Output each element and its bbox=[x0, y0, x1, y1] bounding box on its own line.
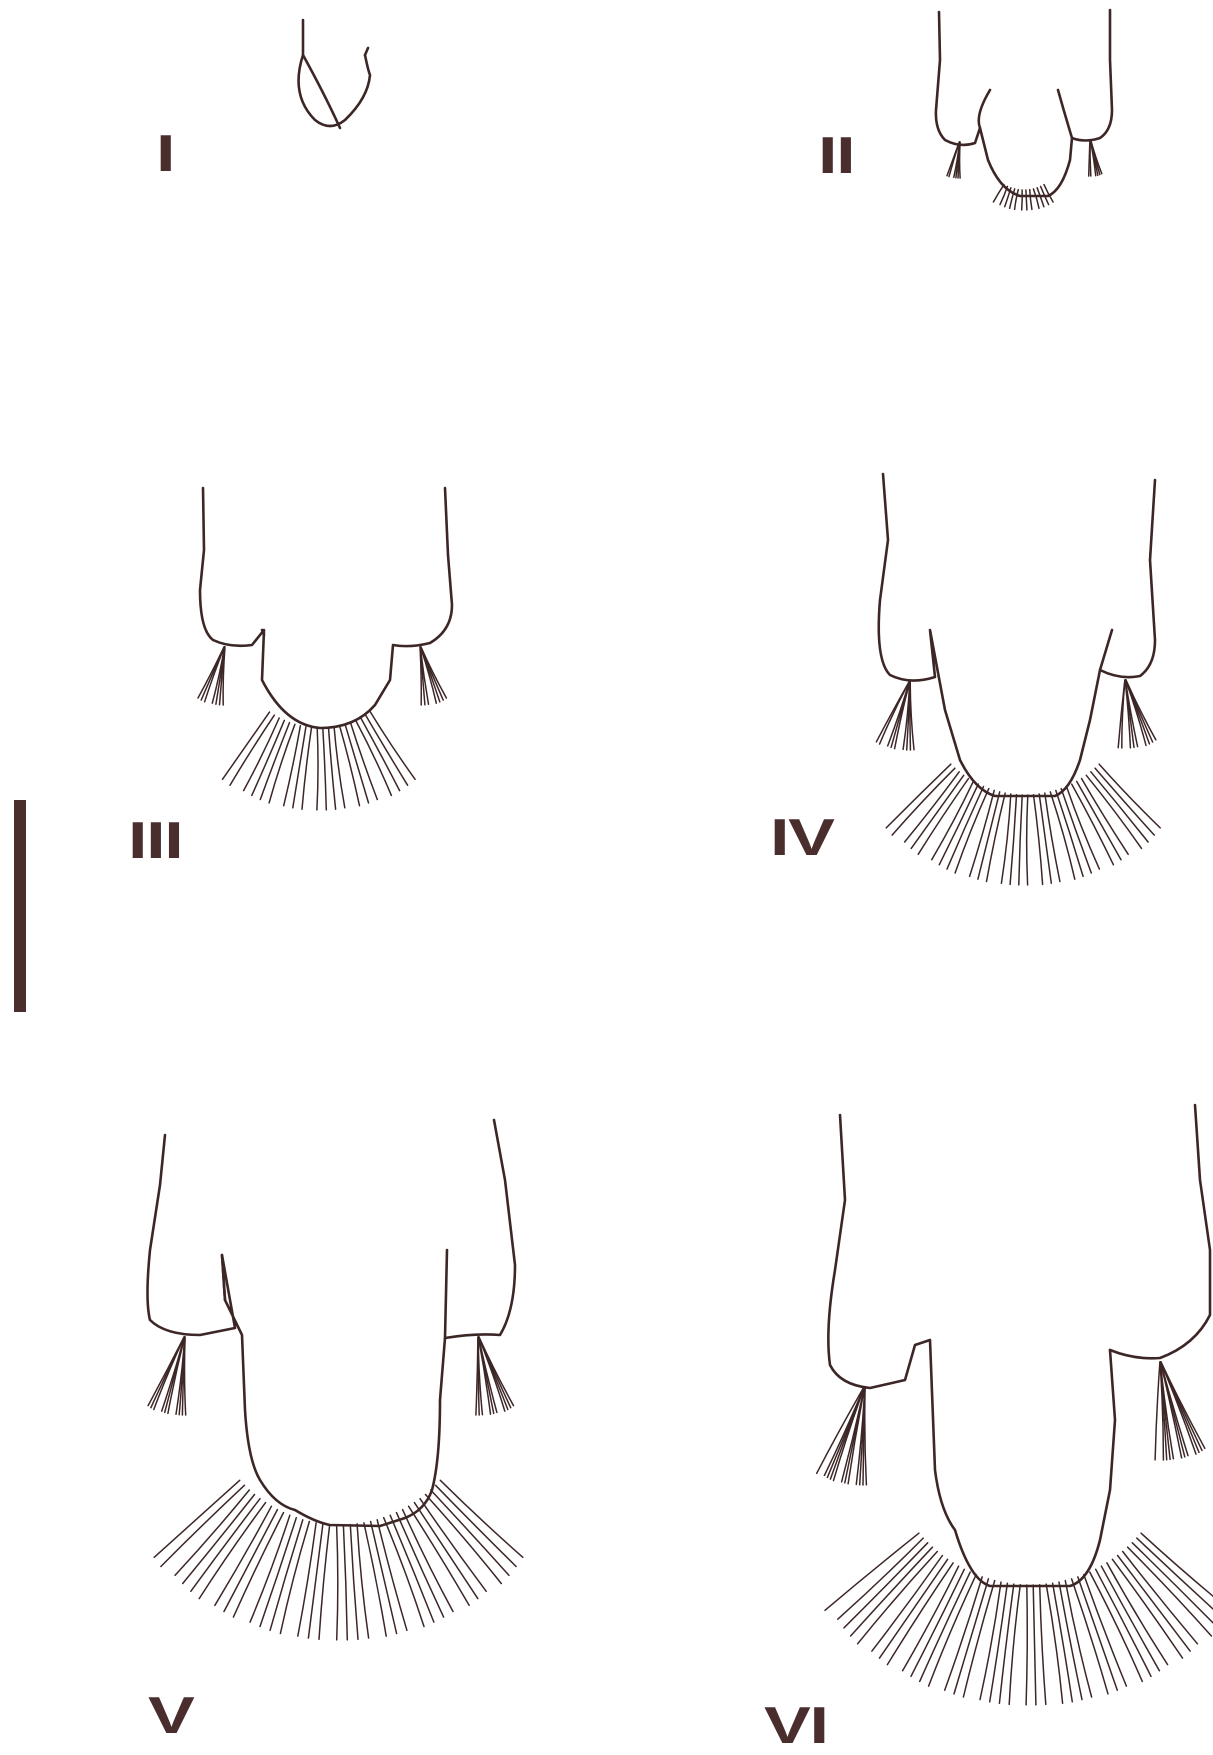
stage-ii-outline bbox=[936, 10, 1112, 196]
seta bbox=[1137, 1538, 1213, 1619]
seta bbox=[844, 1543, 928, 1628]
seta bbox=[1001, 794, 1010, 883]
seta bbox=[1084, 1575, 1127, 1687]
stage-label-i: I bbox=[156, 128, 174, 180]
seta bbox=[1118, 1556, 1191, 1652]
seta bbox=[337, 1525, 338, 1640]
seta bbox=[1019, 795, 1022, 885]
stage-vi-outline bbox=[828, 1105, 1210, 1586]
seta bbox=[356, 720, 392, 795]
seta bbox=[323, 728, 327, 810]
seta bbox=[1089, 140, 1090, 176]
stage-label-v: V bbox=[148, 1690, 193, 1742]
seta bbox=[350, 1525, 358, 1640]
seta bbox=[357, 1524, 369, 1638]
seta bbox=[1078, 1577, 1118, 1690]
seta bbox=[154, 1480, 240, 1557]
seta bbox=[1112, 1559, 1182, 1658]
seta bbox=[1056, 790, 1083, 876]
seta bbox=[1030, 190, 1032, 210]
seta bbox=[1026, 190, 1027, 210]
seta bbox=[851, 1547, 933, 1636]
seta bbox=[1033, 1585, 1036, 1705]
seta bbox=[1015, 190, 1019, 210]
seta bbox=[1026, 1585, 1027, 1705]
stage-ii-setae bbox=[947, 140, 1102, 210]
seta bbox=[343, 1525, 347, 1640]
seta bbox=[1061, 789, 1091, 873]
seta bbox=[1040, 1585, 1046, 1705]
seta bbox=[999, 1584, 1013, 1703]
seta bbox=[1046, 1584, 1062, 1703]
seta bbox=[426, 1495, 502, 1584]
stage-iii-setae bbox=[198, 647, 446, 810]
stage-iv-setae bbox=[876, 680, 1160, 885]
stage-v-outline bbox=[148, 1120, 516, 1526]
seta bbox=[317, 728, 318, 810]
scale-bar bbox=[14, 800, 26, 1012]
seta bbox=[476, 1337, 478, 1415]
seta bbox=[932, 781, 974, 859]
seta bbox=[1123, 1552, 1198, 1644]
seta bbox=[1155, 1362, 1160, 1460]
seta bbox=[420, 647, 421, 705]
seta bbox=[963, 1581, 994, 1697]
stage-iv-outline bbox=[879, 474, 1155, 796]
seta bbox=[223, 712, 270, 779]
seta bbox=[1077, 781, 1121, 859]
stage-i-outline bbox=[299, 20, 370, 128]
stage-vi-setae bbox=[817, 1362, 1213, 1705]
seta bbox=[1027, 795, 1028, 885]
stage-v-setae bbox=[148, 1337, 523, 1640]
seta bbox=[980, 1582, 1001, 1700]
seta bbox=[270, 1520, 303, 1631]
seta bbox=[431, 1490, 509, 1575]
seta bbox=[403, 1510, 453, 1612]
seta bbox=[366, 715, 408, 785]
seta bbox=[903, 1566, 959, 1671]
seta bbox=[298, 1523, 316, 1636]
seta bbox=[161, 1485, 245, 1566]
seta bbox=[284, 726, 301, 806]
stage-label-iii: III bbox=[128, 815, 182, 867]
seta bbox=[371, 712, 416, 779]
seta bbox=[1096, 1569, 1151, 1676]
seta bbox=[1010, 795, 1016, 885]
stage-label-vi: VI bbox=[764, 1700, 828, 1752]
seta bbox=[260, 723, 289, 800]
seta bbox=[1045, 793, 1060, 881]
seta bbox=[397, 1513, 444, 1618]
stage-iii-outline bbox=[200, 488, 452, 728]
seta bbox=[838, 1538, 923, 1619]
seta bbox=[1128, 1547, 1212, 1636]
seta bbox=[939, 784, 978, 865]
stage-label-iv: IV bbox=[770, 812, 834, 864]
seta bbox=[224, 1510, 277, 1612]
stage-label-ii: II bbox=[818, 130, 854, 182]
